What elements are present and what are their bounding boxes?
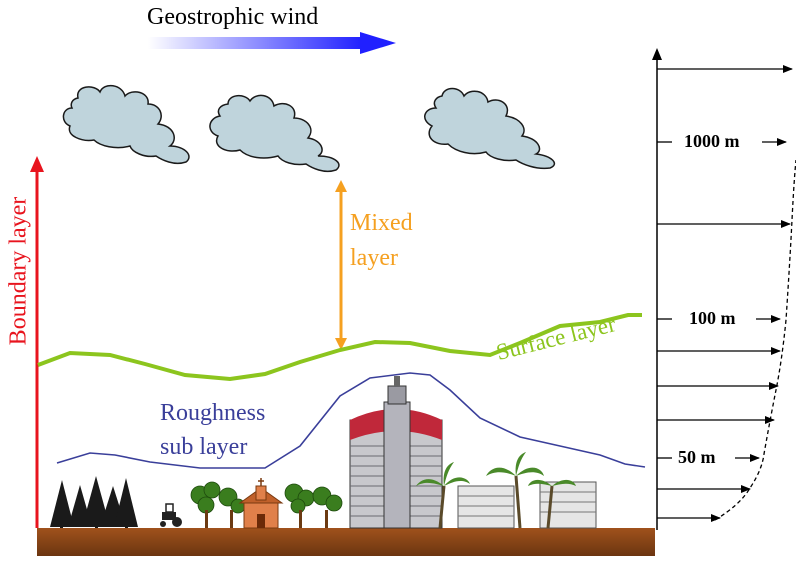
mixed-layer-label-line1: Mixed [350,210,413,236]
boundary-layer-label-rotated: Boundary layer [4,176,34,366]
roughness-sublayer-label-line1: Roughness [160,400,266,426]
geostrophic-wind-arrow [148,32,396,54]
surface-layer-line [37,313,642,382]
apartment-blocks [457,481,597,529]
tractor [160,503,182,527]
mixed-layer-arrow [335,180,347,350]
roughness-sublayer-line [56,372,646,469]
roughness-sublayer-label-line2: sub layer [160,434,248,460]
cloud-middle [209,94,340,173]
tall-building [349,376,443,529]
height-label-1000m: 1000 m [684,131,740,151]
geostrophic-wind-label: Geostrophic wind [147,4,319,30]
height-axis [652,48,662,530]
cloud-right [424,87,556,170]
conifer-trees [50,476,138,528]
ground [37,528,655,556]
church [238,478,284,529]
palm-trees [416,452,576,529]
wind-profile-arrows [657,65,793,522]
height-label-100m: 100 m [689,308,736,328]
boundary-layer-text: Boundary layer [5,196,32,346]
height-ticks [657,138,787,462]
wind-profile-curve [714,159,796,521]
height-label-50m: 50 m [678,447,716,467]
broadleaf-trees [190,481,343,528]
boundary-layer-arrow [30,156,44,528]
cloud-left [62,84,190,165]
mixed-layer-label-line2: layer [350,245,398,271]
